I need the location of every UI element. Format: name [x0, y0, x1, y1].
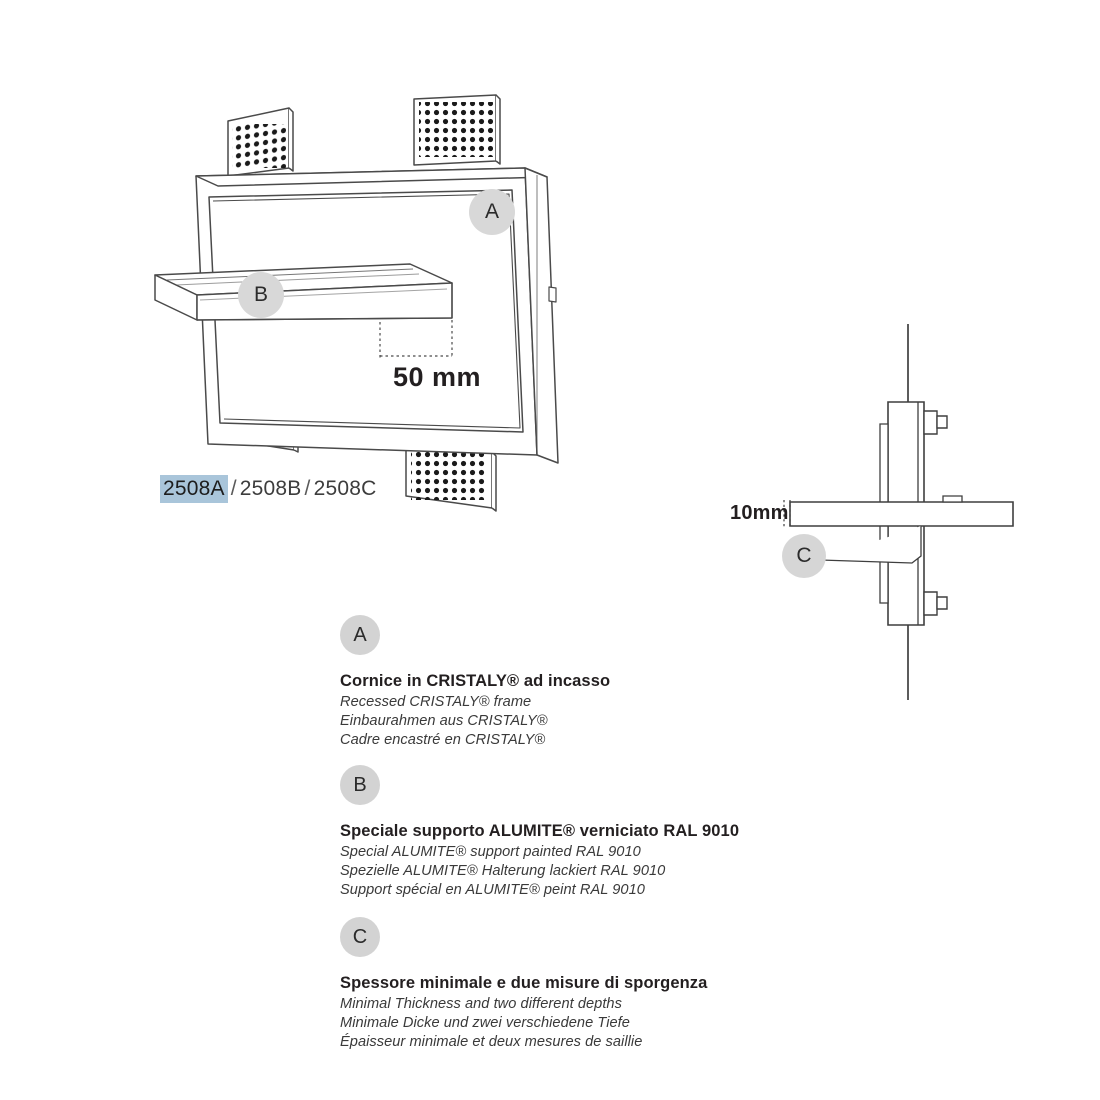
dimension-label-10mm: 10mm: [730, 502, 789, 524]
perforated-tab-top-right: [413, 94, 501, 166]
legend-item-a: A Cornice in CRISTALY® ad incasso Recess…: [340, 615, 860, 750]
product-code-b[interactable]: 2508B: [239, 477, 302, 500]
legend-title-b: Speciale supporto ALUMITE® verniciato RA…: [340, 822, 740, 840]
legend-translation-c-en: Minimal Thickness and two different dept…: [340, 995, 622, 1012]
legend-title-a: Cornice in CRISTALY® ad incasso: [340, 672, 611, 690]
legend-text-a: Cornice in CRISTALY® ad incasso Recessed…: [340, 671, 860, 750]
legend-badge-a: A: [340, 615, 380, 655]
badge-c-marker: C: [782, 534, 826, 578]
legend-translation-b-fr: Support spécial en ALUMITE® peint RAL 90…: [340, 881, 645, 898]
legend-translation-b-en: Special ALUMITE® support painted RAL 901…: [340, 843, 641, 860]
bolt-fixing-bottom: [923, 591, 948, 616]
legend-text-c: Spessore minimale e due misure di sporge…: [340, 973, 860, 1052]
legend-item-c: C Spessore minimale e due misure di spor…: [340, 917, 860, 1052]
legend-translation-c-fr: Épaisseur minimale et deux mesures de sa…: [340, 1033, 643, 1050]
bolt-fixing-top: [923, 410, 948, 435]
product-code-list: 2508A/2508B/2508C: [160, 475, 377, 503]
legend-translation-a-de: Einbaurahmen aus CRISTALY®: [340, 712, 548, 729]
dimension-label-50mm: 50 mm: [393, 362, 482, 392]
code-separator-1: /: [230, 477, 237, 500]
badge-a-marker: A: [469, 189, 515, 235]
legend-badge-c: C: [340, 917, 380, 957]
badge-b-marker: B: [238, 272, 284, 318]
legend-item-b: B Speciale supporto ALUMITE® verniciato …: [340, 765, 860, 900]
perforated-tab-bottom-right: [405, 437, 497, 512]
perforated-tab-top-left: [227, 107, 294, 177]
legend-translation-c-de: Minimale Dicke und zwei verschiedene Tie…: [340, 1014, 630, 1031]
shelf-profile-section: [789, 495, 1014, 564]
legend-title-c: Spessore minimale e due misure di sporge…: [340, 974, 708, 992]
product-code-c[interactable]: 2508C: [313, 477, 377, 500]
legend-translation-b-de: Spezielle ALUMITE® Halterung lackiert RA…: [340, 862, 666, 879]
legend-badge-b: B: [340, 765, 380, 805]
product-code-selected[interactable]: 2508A: [160, 475, 228, 503]
legend-text-b: Speciale supporto ALUMITE® verniciato RA…: [340, 821, 860, 900]
legend-translation-a-fr: Cadre encastré en CRISTALY®: [340, 731, 546, 748]
legend-translation-a-en: Recessed CRISTALY® frame: [340, 693, 532, 710]
depth-dimension-50mm: [379, 320, 453, 358]
code-separator-2: /: [304, 477, 311, 500]
